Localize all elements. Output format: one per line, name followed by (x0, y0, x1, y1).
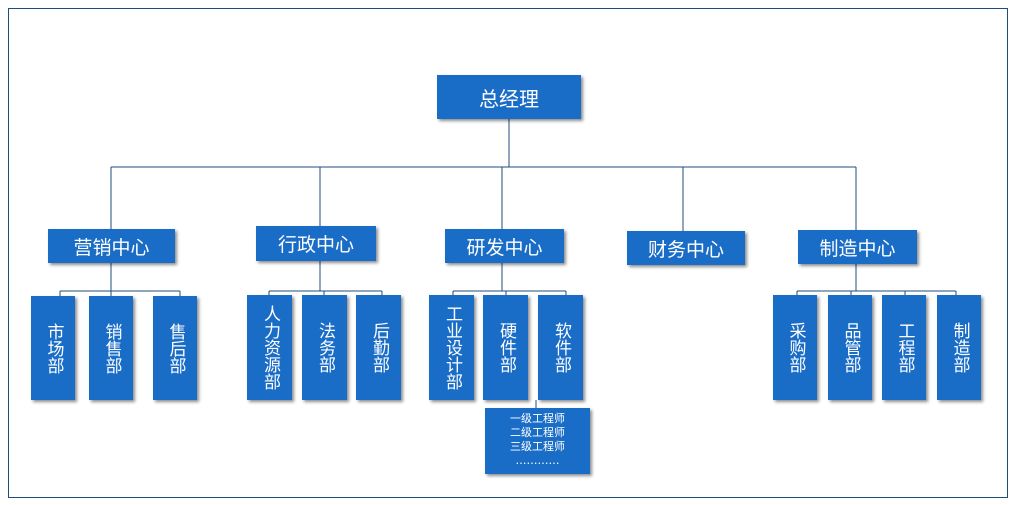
engineer-levels-box: 一级工程师 二级工程师 三级工程师 ………… (485, 408, 590, 474)
ceo-box: 总经理 (437, 75, 581, 119)
dept-box: 人力资源部 (247, 295, 292, 400)
dept-box: 销售部 (89, 296, 133, 400)
engineer-level: ………… (515, 454, 560, 467)
dept-box: 硬件部 (483, 295, 528, 400)
center-manufacturing: 制造中心 (798, 230, 917, 264)
center-marketing: 营销中心 (48, 229, 175, 263)
engineer-level: 一级工程师 (510, 412, 565, 425)
dept-box: 采购部 (773, 295, 817, 400)
center-admin: 行政中心 (256, 226, 376, 261)
dept-box: 市场部 (31, 296, 75, 400)
dept-box: 售后部 (153, 296, 197, 400)
center-rnd: 研发中心 (445, 229, 564, 263)
dept-box: 软件部 (538, 295, 583, 400)
dept-box: 品管部 (828, 295, 872, 400)
dept-box: 后勤部 (356, 295, 401, 400)
chart-frame (8, 8, 1008, 498)
engineer-level: 二级工程师 (510, 426, 565, 439)
dept-box: 法务部 (302, 295, 347, 400)
dept-box: 工业设计部 (429, 295, 474, 400)
center-finance: 财务中心 (627, 231, 745, 265)
dept-box: 制造部 (937, 295, 981, 400)
engineer-level: 三级工程师 (510, 440, 565, 453)
dept-box: 工程部 (882, 295, 926, 400)
